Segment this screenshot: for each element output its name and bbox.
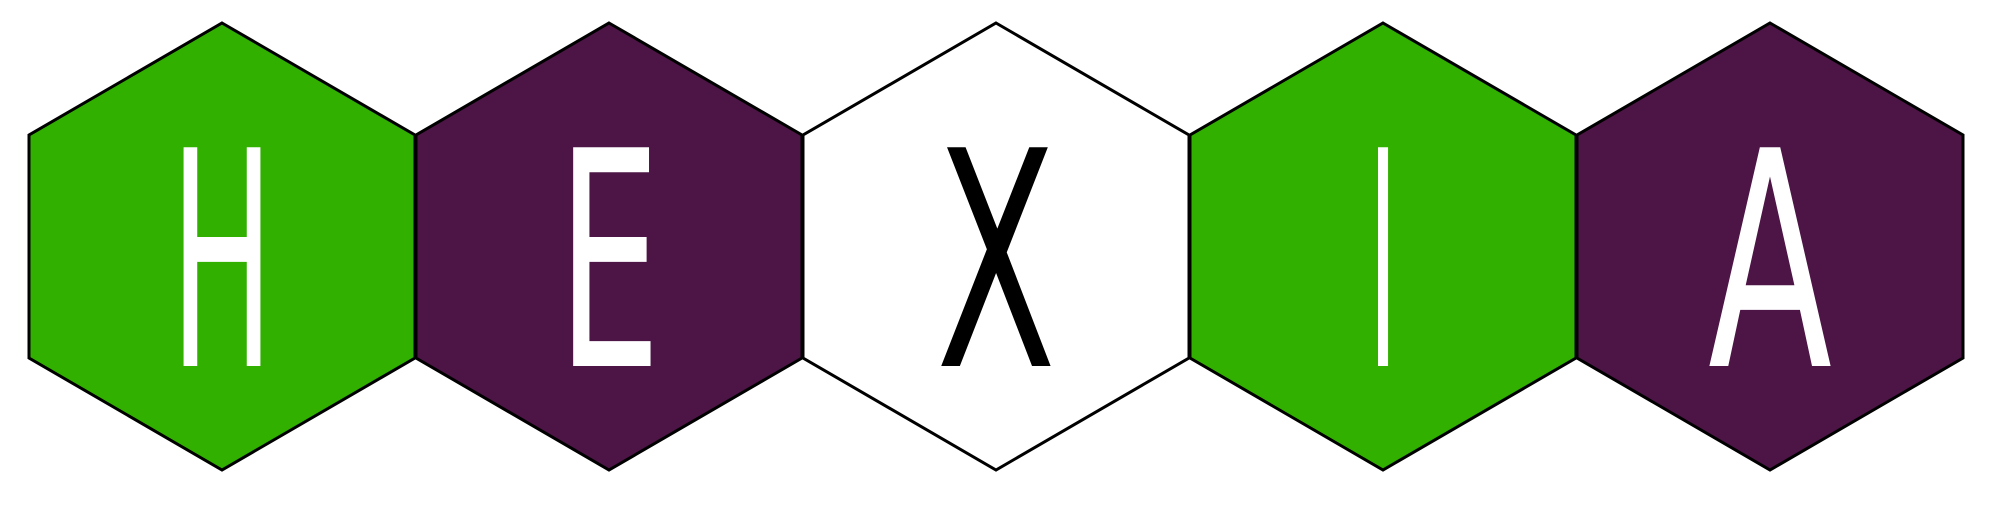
hexagon-shape [1575, 21, 1965, 472]
hex-letter-x: X [936, 88, 1056, 437]
hex-tile-x: X [801, 21, 1191, 472]
hex-tile-h: H [27, 21, 417, 472]
hex-tile-a: A [1575, 21, 1965, 472]
hex-tile-e: E [414, 21, 804, 472]
hex-tile-i: I [1188, 21, 1578, 472]
hex-letter-i: I [1368, 88, 1398, 437]
hex-letter-e: E [557, 88, 661, 437]
hex-letter-h: H [170, 88, 274, 437]
hex-letter-a: A [1708, 88, 1832, 437]
